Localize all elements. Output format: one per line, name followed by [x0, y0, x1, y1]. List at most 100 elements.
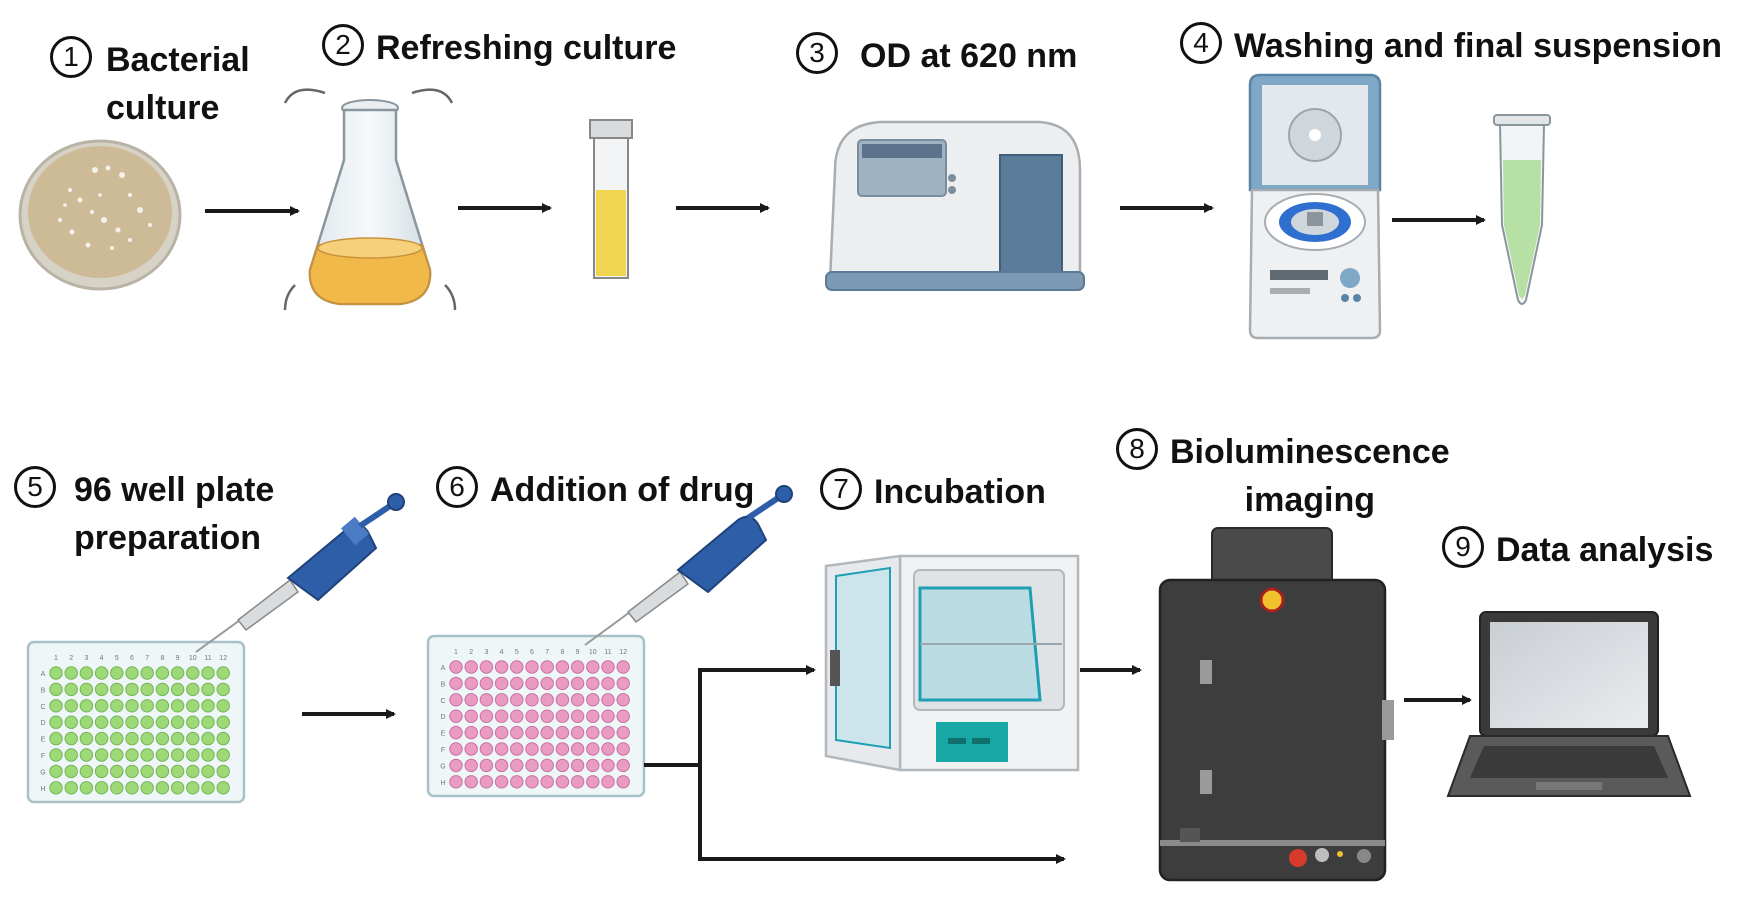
- well: [94, 731, 109, 746]
- well: [479, 709, 494, 723]
- step-2-label: 2 Refreshing culture: [322, 24, 676, 72]
- well: [570, 758, 585, 773]
- well: [510, 676, 524, 691]
- plate-column-label: 11: [604, 649, 611, 656]
- well: [449, 660, 463, 674]
- well: [586, 709, 600, 723]
- plate-column-label: 6: [130, 655, 134, 662]
- step-7-number: 7: [820, 468, 862, 510]
- step-2-title: Refreshing culture: [376, 29, 677, 67]
- cuvette-icon: [589, 119, 633, 279]
- well: [201, 764, 215, 779]
- step-8-number: 8: [1116, 428, 1158, 470]
- well: [540, 758, 554, 773]
- well: [216, 715, 230, 729]
- plate-column-label: 2: [69, 655, 73, 662]
- centrifuge-icon: [1248, 73, 1382, 340]
- well: [586, 660, 600, 674]
- well: [64, 731, 78, 746]
- well: [170, 764, 185, 779]
- plate-column-label: 1: [454, 649, 458, 656]
- well: [540, 676, 554, 691]
- well: [110, 731, 124, 746]
- well: [464, 742, 478, 756]
- well: [479, 676, 494, 691]
- well: [64, 699, 78, 713]
- plate-column-label: 4: [500, 649, 504, 656]
- well: [479, 725, 494, 740]
- well: [140, 781, 154, 795]
- well: [525, 742, 539, 756]
- well: [155, 715, 170, 729]
- well: [540, 742, 554, 756]
- plate-row-label: D: [440, 714, 445, 721]
- well: [494, 758, 509, 773]
- well: [49, 715, 63, 729]
- well: [201, 748, 215, 762]
- step-3-label: 3 OD at 620 nm: [796, 32, 1077, 80]
- well: [125, 781, 139, 795]
- plate-column-label: 2: [469, 649, 473, 656]
- well: [79, 715, 94, 729]
- well: [110, 715, 124, 729]
- well: [570, 742, 585, 756]
- plate-row-label: B: [441, 681, 446, 688]
- well: [110, 781, 124, 795]
- well: [79, 699, 94, 713]
- plate-row-label: C: [40, 704, 45, 711]
- plate-column-label: 5: [115, 655, 119, 662]
- step-5-label: 5 96 well plate preparation: [14, 466, 274, 562]
- step-1-title: Bacterial culture: [106, 41, 250, 127]
- well: [94, 748, 109, 762]
- well: [525, 775, 539, 789]
- well: [216, 748, 230, 762]
- well: [570, 775, 585, 789]
- well: [79, 682, 94, 697]
- well: [510, 709, 524, 723]
- plate-column-label: 9: [576, 649, 580, 656]
- well: [494, 775, 509, 789]
- shaking-flask-icon: [283, 88, 457, 311]
- well: [64, 764, 78, 779]
- well: [494, 693, 509, 707]
- well: [110, 666, 124, 680]
- well: [525, 693, 539, 707]
- well: [601, 660, 615, 674]
- well: [110, 682, 124, 697]
- well: [64, 715, 78, 729]
- well: [186, 715, 200, 729]
- plate-row-label: E: [41, 737, 46, 744]
- well: [170, 731, 185, 746]
- well: [525, 758, 539, 773]
- step-8-label: 8 Bioluminescence imaging: [1116, 428, 1450, 524]
- plate-column-label: 7: [145, 655, 149, 662]
- well: [464, 725, 478, 740]
- well: [555, 660, 570, 674]
- well: [616, 742, 630, 756]
- well: [449, 742, 463, 756]
- well: [49, 764, 63, 779]
- well: [140, 715, 154, 729]
- well: [201, 731, 215, 746]
- plate-column-label: 4: [100, 655, 104, 662]
- well: [79, 731, 94, 746]
- well: [49, 699, 63, 713]
- spectrophotometer-icon: [825, 120, 1085, 291]
- well: [616, 775, 630, 789]
- well: [555, 775, 570, 789]
- plate-column-label: 6: [530, 649, 534, 656]
- well: [555, 676, 570, 691]
- well: [510, 742, 524, 756]
- well: [540, 775, 554, 789]
- well: [186, 731, 200, 746]
- well: [216, 666, 230, 680]
- well: [479, 775, 494, 789]
- plate-column-label: 12: [619, 649, 627, 656]
- plate-column-label: 7: [545, 649, 549, 656]
- plate-row-label: H: [40, 786, 45, 793]
- well: [601, 676, 615, 691]
- step-1-label: 1 Bacterial culture: [50, 36, 250, 132]
- well: [186, 666, 200, 680]
- plate-row-label: A: [41, 671, 46, 678]
- well: [540, 709, 554, 723]
